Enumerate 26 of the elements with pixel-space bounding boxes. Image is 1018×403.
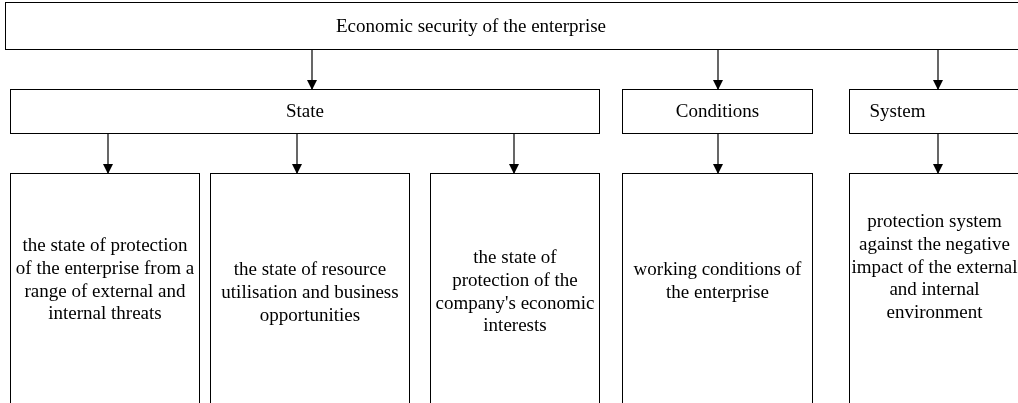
category-box (849, 89, 1018, 134)
box-text: working conditions of the enterprise (632, 258, 803, 304)
box-text: the state of resource utilisation and business opportunities (220, 258, 400, 327)
description-box (622, 173, 813, 403)
arrow (933, 49, 943, 90)
arrow (713, 49, 723, 90)
box-text: Economic security of the enterprise (334, 15, 608, 38)
box-text: Conditions (674, 100, 761, 123)
box-text: the state of protection of the enterprise from a range of external and internal threats (14, 234, 196, 326)
description-box (210, 173, 410, 403)
description-box (430, 173, 600, 403)
arrow (307, 49, 317, 90)
category-box (10, 89, 600, 134)
box-text: State (285, 100, 325, 123)
box-text: System (868, 100, 927, 123)
arrow (713, 133, 723, 174)
arrow (292, 133, 302, 174)
box-text: the state of protection of the company's economic interests (434, 246, 596, 338)
root-box (5, 2, 1018, 50)
box-text: protection system against the negative impact of the external and internal environment (850, 210, 1018, 324)
arrow (933, 133, 943, 174)
arrow (509, 133, 519, 174)
category-box (622, 89, 813, 134)
arrow (103, 133, 113, 174)
description-box (849, 173, 1018, 403)
description-box (10, 173, 200, 403)
